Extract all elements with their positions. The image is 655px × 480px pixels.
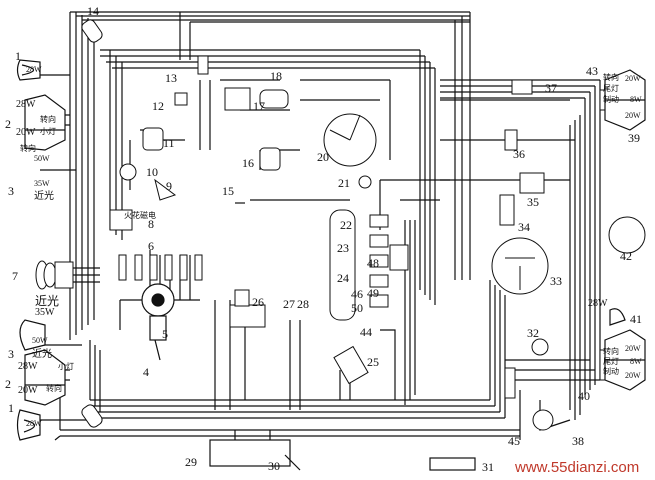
rating-20w-bottom: 20W: [18, 385, 38, 396]
rating-20w-r4: 20W: [625, 371, 641, 380]
label-44: 44: [360, 325, 372, 339]
label-50: 50: [351, 301, 363, 315]
label-28: 28: [297, 297, 309, 311]
rating-50w-bottom: 50W: [32, 336, 48, 345]
label-23: 23: [337, 241, 349, 255]
caption-low-beam-large: 近光: [35, 294, 60, 308]
label-25: 25: [367, 355, 379, 369]
label-37: 37: [545, 81, 557, 95]
caption-brake-r2: 制动: [603, 367, 619, 376]
label-20: 20: [317, 150, 329, 164]
label-15: 15: [222, 184, 234, 198]
label-27: 27: [283, 297, 295, 311]
label-41: 41: [630, 312, 642, 326]
label-6: 6: [148, 239, 154, 253]
rating-28w-lamp-bottom: 28W: [26, 419, 42, 428]
rating-50w-top: 50W: [34, 154, 50, 163]
rating-8w-r1: 8W: [630, 95, 642, 104]
label-36: 36: [513, 147, 525, 161]
label-9: 9: [166, 179, 172, 193]
rating-28w-lamp-top: 28W: [26, 65, 42, 74]
label-2-top: 2: [5, 117, 11, 131]
label-3-top: 3: [8, 184, 14, 198]
rating-28w-bottom: 28W: [18, 361, 38, 372]
rating-8w-r2: 8W: [630, 357, 642, 366]
label-2-bottom: 2: [5, 377, 11, 391]
label-16: 16: [242, 156, 254, 170]
label-43: 43: [586, 64, 598, 78]
label-31: 31: [482, 460, 494, 474]
label-18: 18: [270, 69, 282, 83]
caption-low-beam-bottom: 近光: [32, 349, 52, 360]
rating-35w-top: 35W: [34, 179, 50, 188]
label-12: 12: [152, 99, 164, 113]
caption-turn-r1: 转向: [20, 144, 36, 153]
caption-turn-top: 转向: [40, 115, 56, 124]
rating-20w-r2: 20W: [625, 111, 641, 120]
label-42: 42: [620, 249, 632, 263]
caption-turn-r2: 转向: [46, 384, 62, 393]
label-35: 35: [527, 195, 539, 209]
caption-tail-r1: 尾灯: [603, 84, 619, 93]
label-38: 38: [572, 434, 584, 448]
label-46: 46: [351, 287, 363, 301]
rating-28w-right: 28W: [588, 298, 608, 309]
label-8: 8: [148, 217, 154, 231]
label-22: 22: [340, 218, 352, 232]
label-26: 26: [252, 295, 264, 309]
label-24: 24: [337, 271, 349, 285]
label-34: 34: [518, 220, 530, 234]
label-3-bottom: 3: [8, 347, 14, 361]
caption-brake-r1: 制动: [603, 95, 619, 104]
label-32: 32: [527, 326, 539, 340]
rating-20w-r3: 20W: [625, 344, 641, 353]
label-45: 45: [508, 434, 520, 448]
label-7: 7: [12, 269, 18, 283]
label-5: 5: [162, 327, 168, 341]
label-49: 49: [367, 286, 379, 300]
rating-28w-top: 28W: [16, 99, 36, 110]
caption-small-lamp-top: 小灯: [40, 127, 56, 136]
caption-small-lamp-bottom: 小灯: [58, 362, 74, 371]
rating-20w-top: 20W: [16, 127, 36, 138]
label-29: 29: [185, 455, 197, 469]
label-1-top: 1: [15, 49, 21, 63]
label-1-bottom: 1: [8, 401, 14, 415]
caption-turn-r4: 转向: [603, 347, 619, 356]
label-21: 21: [338, 176, 350, 190]
label-10: 10: [146, 165, 158, 179]
label-14: 14: [87, 4, 99, 18]
label-17: 17: [253, 99, 265, 113]
caption-turn-r3: 转向: [603, 73, 619, 82]
label-11: 11: [163, 136, 175, 150]
label-30: 30: [268, 459, 280, 473]
rating-20w-r1: 20W: [625, 74, 641, 83]
label-48: 48: [367, 256, 379, 270]
caption-fire-mag: 火花磁电: [124, 211, 156, 220]
label-33: 33: [550, 274, 562, 288]
caption-tail-r2: 尾灯: [603, 357, 619, 366]
label-4: 4: [143, 365, 149, 379]
label-40: 40: [578, 389, 590, 403]
watermark: www.55dianzi.com: [515, 459, 640, 476]
caption-low-beam-top: 近光: [34, 191, 54, 202]
label-39: 39: [628, 131, 640, 145]
label-13: 13: [165, 71, 177, 85]
rating-35w-bottom: 35W: [35, 307, 55, 318]
